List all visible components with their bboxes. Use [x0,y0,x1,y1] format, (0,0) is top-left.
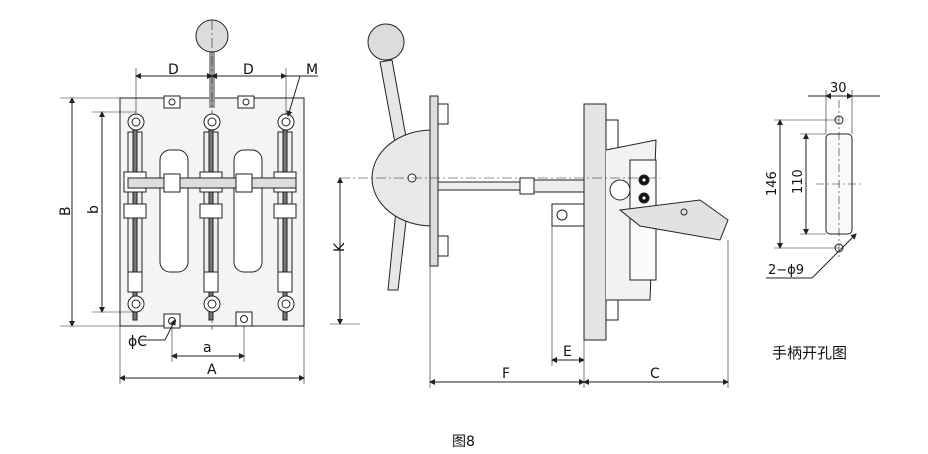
label-a: a [203,340,212,356]
label-b: b [86,205,102,214]
connecting-shaft [437,181,529,191]
handle-cutout-view [766,90,880,279]
label-E: E [563,344,572,360]
label-D-right: D [243,62,254,78]
label-C: C [650,366,660,382]
cutout-note: 手柄开孔图 [772,344,847,362]
side-view [330,23,729,388]
label-146: 146 [765,171,780,196]
label-110: 110 [791,169,806,194]
label-D-left: D [168,62,179,78]
front-view [60,19,318,384]
switch-base [583,103,607,341]
side-handle-knob [367,23,405,61]
label-M: M [306,62,318,78]
label-phiC: ϕC [128,334,147,350]
label-K: K [332,242,348,252]
label-F: F [502,366,510,382]
pole-right [273,113,297,321]
label-B: B [58,206,74,216]
label-holes: 2−ϕ9 [768,263,804,278]
figure-caption: 图8 [452,434,475,450]
label-A: A [207,362,217,378]
label-30: 30 [830,81,847,96]
crossbar [127,177,297,189]
